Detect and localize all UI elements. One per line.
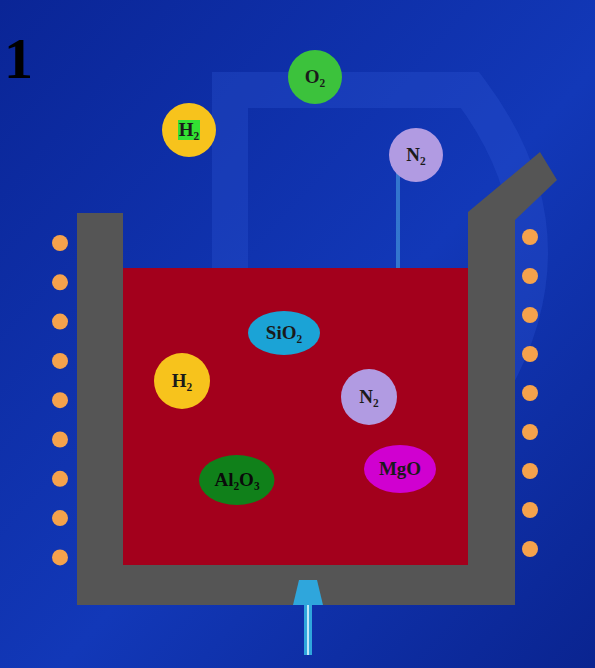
node-shape [162,103,216,157]
gas-bubble: H₂ [162,103,216,157]
gas-bubble: H₂ [154,353,210,409]
coil-dot [522,385,538,401]
coil-dot [52,353,68,369]
coil-dot [52,392,68,408]
formula-label: MgO [379,459,421,480]
coil-dot [522,307,538,323]
coil-dot [522,268,538,284]
callout-number: 1 [4,30,33,88]
formula-label: N₂ [359,387,378,408]
coil-dot [52,549,68,565]
formula-label: H₂ [178,120,200,141]
inclusion-ellipse: SiO₂ [248,311,320,355]
coil-dot [52,274,68,290]
formula-label: O₂ [305,67,325,88]
coil-dot [52,235,68,251]
node-shape [248,311,320,355]
node-shape [154,353,210,409]
coil-dot [522,541,538,557]
coil-dot [52,510,68,526]
ladle-wall [77,152,557,605]
node-shape [199,455,274,505]
coil-dot [52,471,68,487]
formula-label: N₂ [406,145,425,166]
formula-label: SiO₂ [266,323,302,344]
node-shape [288,50,342,104]
coil-dot [52,432,68,448]
node-shape [364,445,436,493]
argon-arrow-shaft [304,605,312,655]
coil-dot [522,502,538,518]
formula-label: H₂ [172,371,192,392]
argon-arrow-shine [307,605,309,655]
node-shape [341,369,397,425]
inclusion-ellipse: Al₂O₃ [199,455,274,505]
formula-label: Al₂O₃ [214,470,259,491]
node-shape [389,128,443,182]
coil-dot [52,314,68,330]
molten-steel [123,268,468,565]
coil-dot [522,463,538,479]
coil-dot [522,346,538,362]
inclusion-ellipse: MgO [364,445,436,493]
gas-bubble: N₂ [389,128,443,182]
gas-bubble: N₂ [341,369,397,425]
coil-dot [522,229,538,245]
argon-arrow-head [293,580,323,605]
gas-bubble: O₂ [288,50,342,104]
induction-coils [52,229,538,565]
coil-dot [522,424,538,440]
